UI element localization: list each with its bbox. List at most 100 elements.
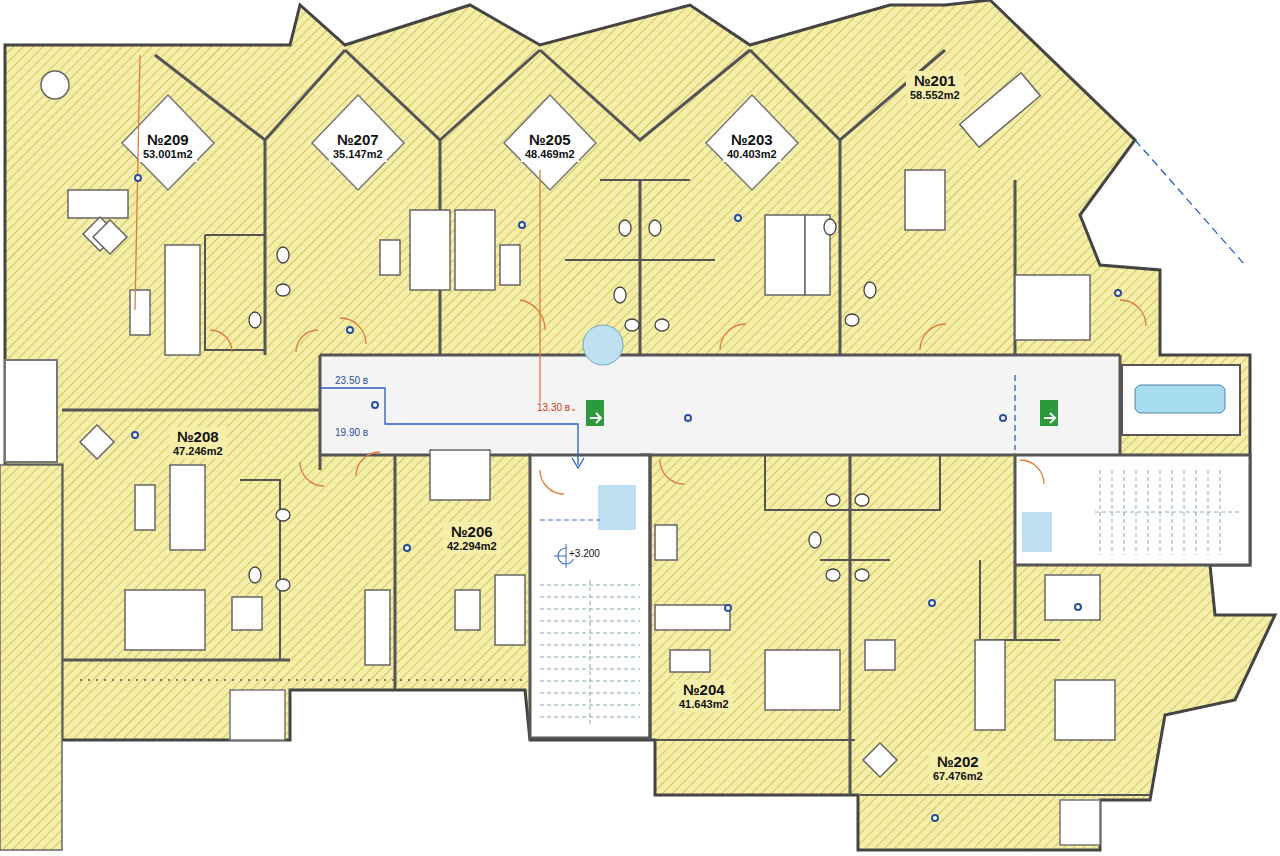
furniture-part (905, 170, 945, 230)
apartment-number: №208 (173, 428, 223, 445)
ceiling-points-part (135, 175, 141, 181)
furniture-part (1015, 275, 1090, 340)
plumbing-part (826, 569, 840, 581)
stairs-part-part (540, 705, 640, 706)
walls-part (839, 140, 842, 355)
stairs-part-part (1100, 470, 1101, 555)
furniture-part (455, 210, 495, 290)
walls-part (860, 794, 1150, 796)
plumbing-part (619, 220, 631, 236)
furniture-part (765, 215, 805, 295)
door-swings-part (135, 55, 140, 310)
door-swings (135, 55, 1146, 494)
exit-signs-part (586, 400, 604, 426)
furniture-part (170, 465, 205, 550)
furniture-part (455, 590, 480, 630)
exit-signs-part (1044, 413, 1055, 423)
door-swings-part (356, 452, 380, 476)
walls-part (639, 180, 642, 355)
level-markers (320, 140, 1245, 468)
apartment-label: №20548.469m2 (521, 130, 579, 162)
furniture-part (960, 73, 1041, 147)
door-swings-part (720, 324, 746, 350)
furniture-part (93, 220, 127, 254)
walls-part (565, 259, 715, 261)
walls-part (765, 455, 940, 510)
ceiling-points-part (1075, 604, 1081, 610)
ceiling-points-part (347, 327, 353, 333)
furniture-part (495, 575, 525, 645)
apartment-label: №20847.246m2 (169, 427, 227, 459)
plumbing-part (855, 569, 869, 581)
floor-area-part (230, 690, 285, 740)
furniture-part (130, 290, 150, 335)
stairs-part (540, 520, 600, 521)
plumbing-part (249, 567, 261, 583)
furniture-part (410, 210, 450, 290)
furniture-part (765, 650, 840, 710)
furniture-part (500, 245, 520, 285)
apartment-label: №20953.001m2 (139, 130, 197, 162)
corridor-part (319, 355, 322, 470)
apartment-number: №206 (447, 523, 497, 540)
plumbing-part (625, 319, 639, 331)
apartment-label: №20340.403m2 (723, 130, 781, 162)
apartment-area: 48.469m2 (525, 148, 575, 161)
ceiling-points-part (132, 432, 138, 438)
walls-part (849, 455, 852, 795)
furniture-part (125, 590, 205, 650)
apartment-area: 42.294m2 (447, 540, 497, 553)
furniture-part (135, 485, 155, 530)
door-swings-part (660, 460, 684, 484)
furniture-part (232, 597, 262, 630)
label-diamonds-part (706, 95, 798, 190)
stairs (530, 365, 1250, 738)
label-diamonds-part (122, 95, 214, 190)
walls-part (62, 409, 320, 412)
plumbing-part (276, 509, 290, 521)
elevation-label: 19.90 в (333, 427, 370, 438)
apartment-number: №209 (143, 131, 193, 148)
furniture-part (68, 190, 128, 218)
stairs-part (530, 455, 650, 738)
apartment-label: №20735.147m2 (329, 130, 387, 162)
floor-area-part (5, 360, 57, 462)
apartment-area: 58.552m2 (910, 89, 960, 102)
furniture-part (1055, 680, 1115, 740)
walls-part (600, 179, 690, 181)
walls-part (820, 559, 890, 561)
walls (62, 50, 1150, 795)
level-markers-part (1014, 375, 1015, 450)
door-swings-part (300, 462, 324, 486)
stairs-part (1095, 470, 1240, 555)
stairs-part (540, 580, 640, 725)
ceiling-points-part (735, 215, 741, 221)
furniture-part (165, 245, 200, 355)
door-swings-part (210, 330, 232, 352)
apartment-label: №20158.552m2 (906, 71, 964, 103)
accessibility-marks-part (583, 325, 623, 365)
plumbing-part (277, 247, 289, 263)
stairs-part (1122, 365, 1240, 435)
plumbing (249, 219, 876, 591)
stairs-part (1015, 455, 1250, 565)
walls-part (240, 480, 280, 660)
plumbing-part (649, 220, 661, 236)
ceiling-points-part (1115, 290, 1121, 296)
walls-part (1014, 565, 1017, 640)
apartment-label: №20642.294m2 (443, 522, 501, 554)
ceiling-points-part (932, 815, 938, 821)
walls-part (649, 455, 652, 740)
floor-area-part (1060, 800, 1100, 845)
ceiling-points-part (725, 605, 731, 611)
ceiling-points-part (404, 545, 410, 551)
furniture-part (975, 640, 1005, 730)
ceiling-points-part (929, 600, 935, 606)
plumbing-part (655, 319, 669, 331)
floor-area-part (0, 465, 62, 850)
level-mark: +3.200 (567, 548, 602, 559)
corridor-part (640, 454, 1015, 457)
furniture-part (41, 71, 69, 99)
stairs-part-part (540, 621, 640, 622)
